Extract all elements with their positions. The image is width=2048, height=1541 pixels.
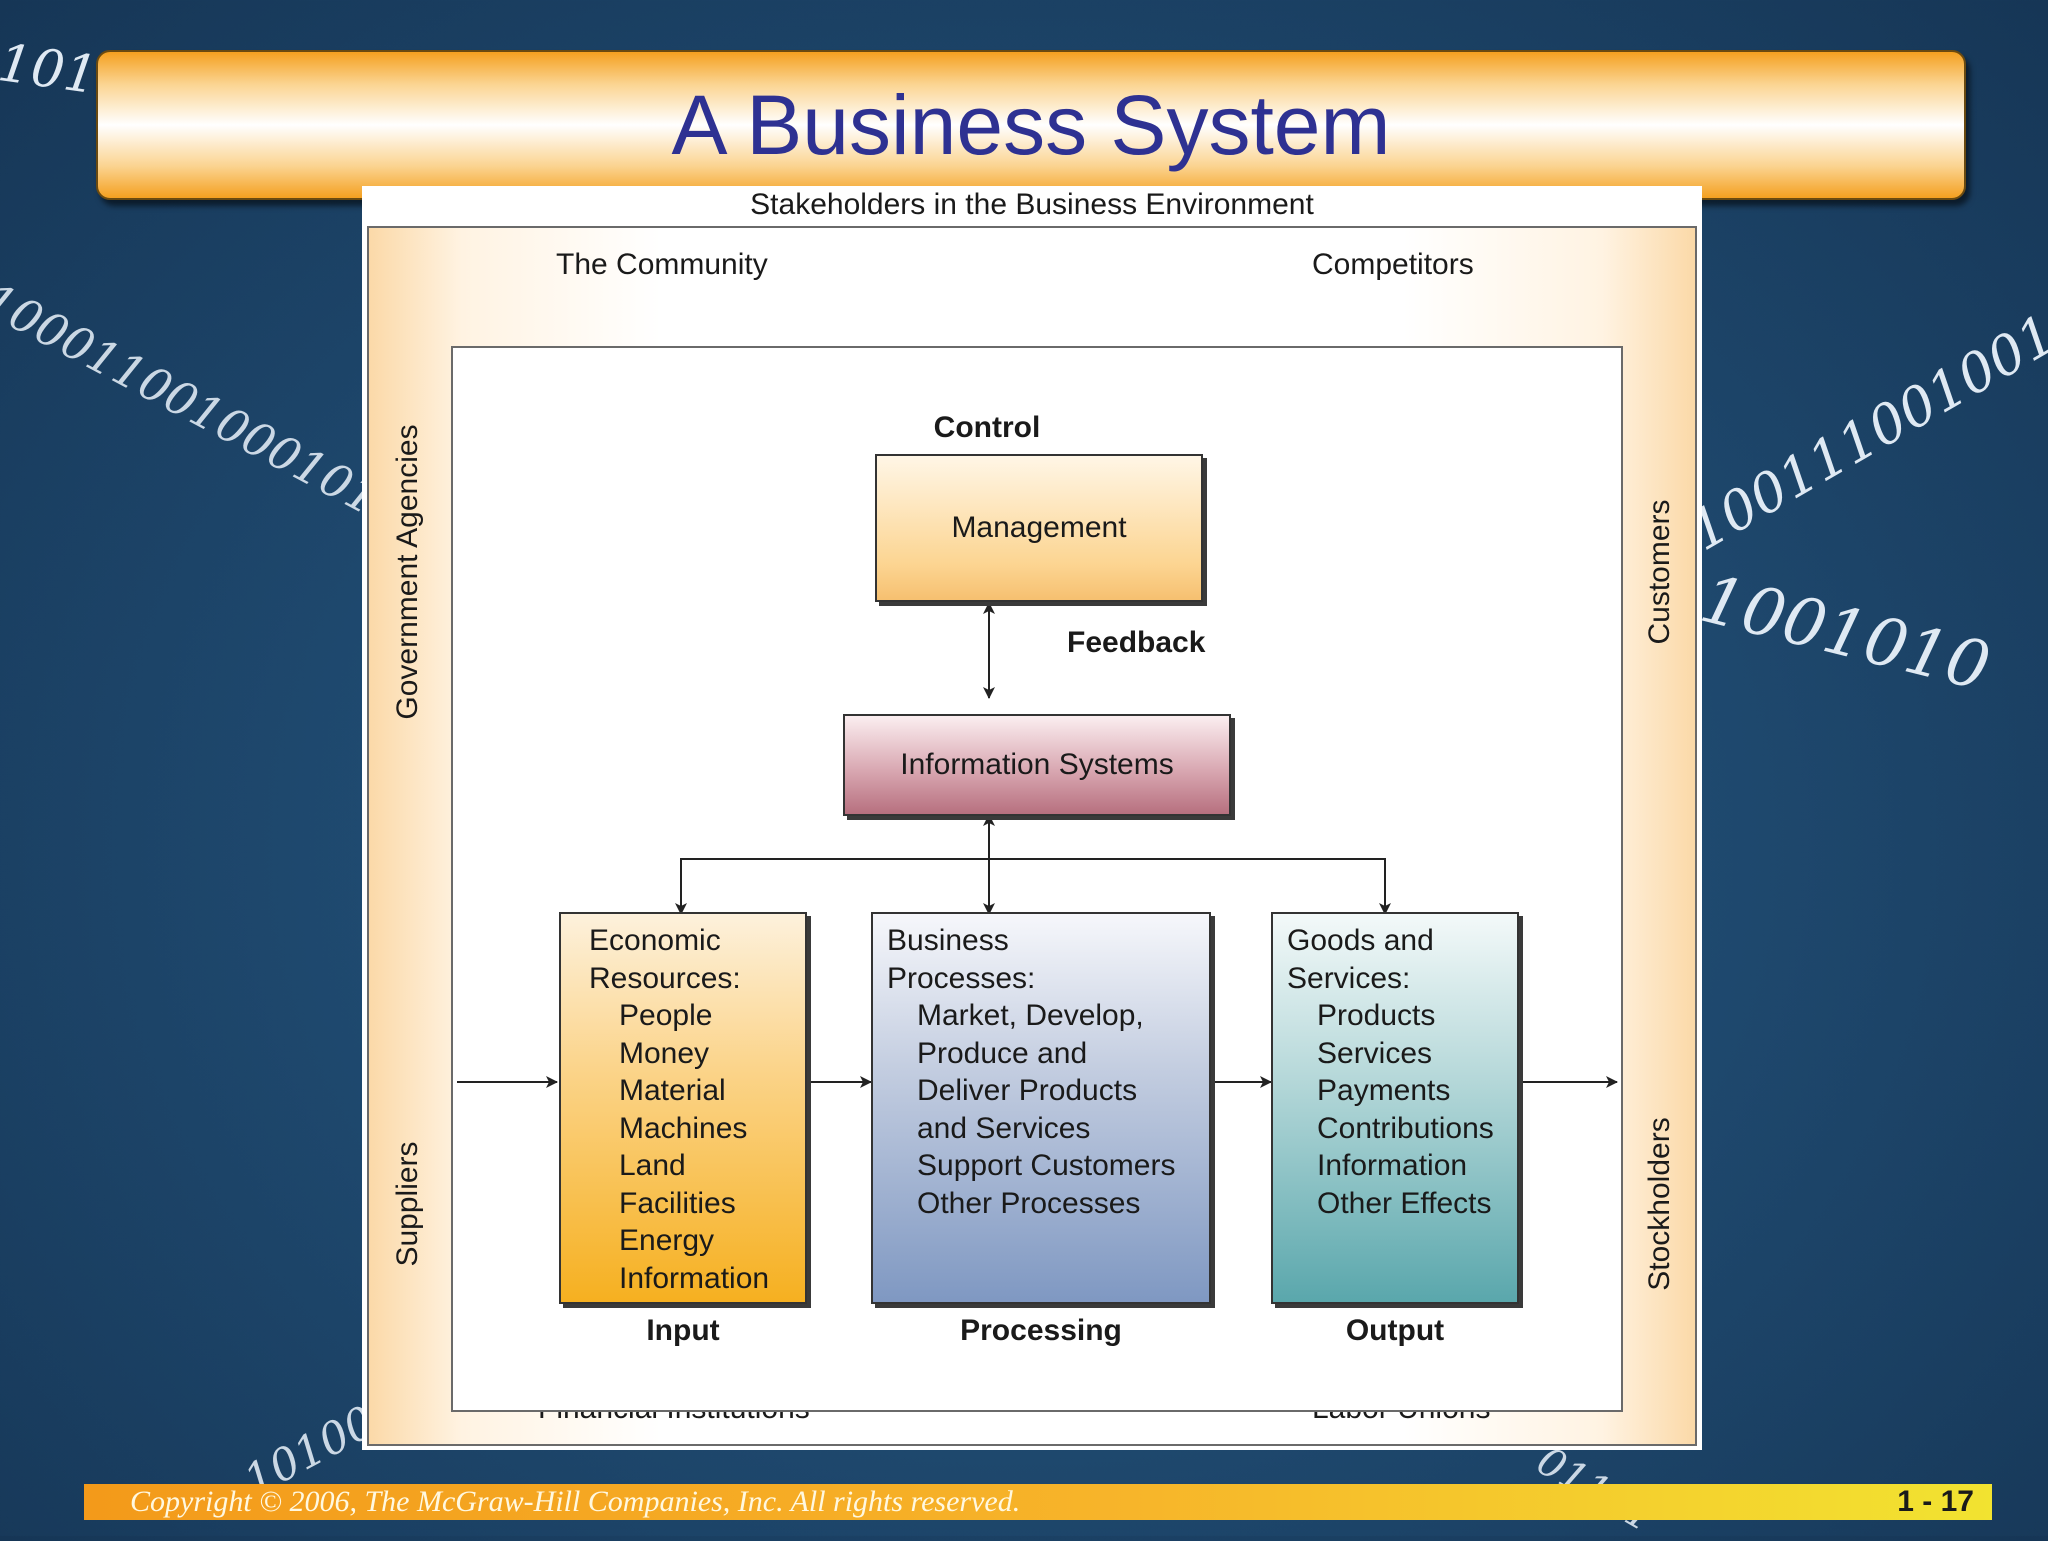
output-heading-line2: Services: bbox=[1287, 960, 1517, 998]
business-environment-frame: The Community Competitors Financial Inst… bbox=[367, 226, 1697, 1446]
processing-box: Business Processes: Market, Develop, Pro… bbox=[871, 912, 1211, 1304]
input-item: Material bbox=[619, 1072, 805, 1110]
diagram-caption: Stakeholders in the Business Environment bbox=[362, 188, 1702, 222]
title-bar: A Business System bbox=[96, 50, 1966, 200]
binary-decoration-right-mid: 1001010 bbox=[1693, 560, 1997, 706]
copyright-notice: Copyright © 2006, The McGraw-Hill Compan… bbox=[130, 1484, 1020, 1520]
processing-item: Market, Develop, bbox=[917, 997, 1209, 1035]
processing-item: Deliver Products bbox=[917, 1072, 1209, 1110]
distribution-line bbox=[681, 859, 1385, 914]
information-systems-box: Information Systems bbox=[843, 714, 1231, 816]
input-label: Input bbox=[559, 1314, 807, 1348]
output-item: Products bbox=[1317, 997, 1517, 1035]
stakeholder-competitors: Competitors bbox=[1312, 248, 1474, 282]
slide-title: A Business System bbox=[98, 52, 1964, 198]
input-item: Facilities bbox=[619, 1185, 805, 1223]
stakeholder-customers: Customers bbox=[1643, 499, 1677, 644]
feedback-label: Feedback bbox=[1067, 626, 1205, 660]
footer-bar: Copyright © 2006, The McGraw-Hill Compan… bbox=[84, 1484, 1992, 1520]
input-item: People bbox=[619, 997, 805, 1035]
output-item: Contributions bbox=[1317, 1110, 1517, 1148]
stakeholder-the-community: The Community bbox=[556, 248, 768, 282]
output-item: Services bbox=[1317, 1035, 1517, 1073]
output-item: Payments bbox=[1317, 1072, 1517, 1110]
stakeholder-government-agencies: Government Agencies bbox=[391, 424, 425, 719]
input-item: Energy bbox=[619, 1222, 805, 1260]
processing-item: and Services bbox=[917, 1110, 1209, 1148]
stakeholder-suppliers: Suppliers bbox=[391, 1141, 425, 1266]
control-label: Control bbox=[777, 411, 1197, 445]
input-item: Money bbox=[619, 1035, 805, 1073]
output-heading-line1: Goods and bbox=[1287, 922, 1517, 960]
output-item: Information bbox=[1317, 1147, 1517, 1185]
business-system-diagram: Stakeholders in the Business Environment… bbox=[362, 186, 1702, 1450]
processing-heading-line2: Processes: bbox=[887, 960, 1209, 998]
slide-number: 1 - 17 bbox=[1897, 1484, 1974, 1520]
input-heading-line2: Resources: bbox=[589, 960, 805, 998]
output-item: Other Effects bbox=[1317, 1185, 1517, 1223]
stakeholder-stockholders: Stockholders bbox=[1643, 1117, 1677, 1290]
output-label: Output bbox=[1271, 1314, 1519, 1348]
processing-item: Other Processes bbox=[917, 1185, 1209, 1223]
binary-decoration-right-arc: 1001110010010010 bbox=[1679, 234, 2048, 563]
processing-item: Support Customers bbox=[917, 1147, 1209, 1185]
input-item: Machines bbox=[619, 1110, 805, 1148]
processing-label: Processing bbox=[871, 1314, 1211, 1348]
input-item: Information bbox=[619, 1260, 805, 1298]
input-item: Land bbox=[619, 1147, 805, 1185]
processing-heading-line1: Business bbox=[887, 922, 1209, 960]
business-system-frame: Control Management Feedback Information … bbox=[451, 346, 1623, 1412]
output-box: Goods and Services: Products Services Pa… bbox=[1271, 912, 1519, 1304]
processing-item: Produce and bbox=[917, 1035, 1209, 1073]
input-heading-line1: Economic bbox=[589, 922, 805, 960]
input-box: Economic Resources: People Money Materia… bbox=[559, 912, 807, 1304]
management-box: Management bbox=[875, 454, 1203, 602]
